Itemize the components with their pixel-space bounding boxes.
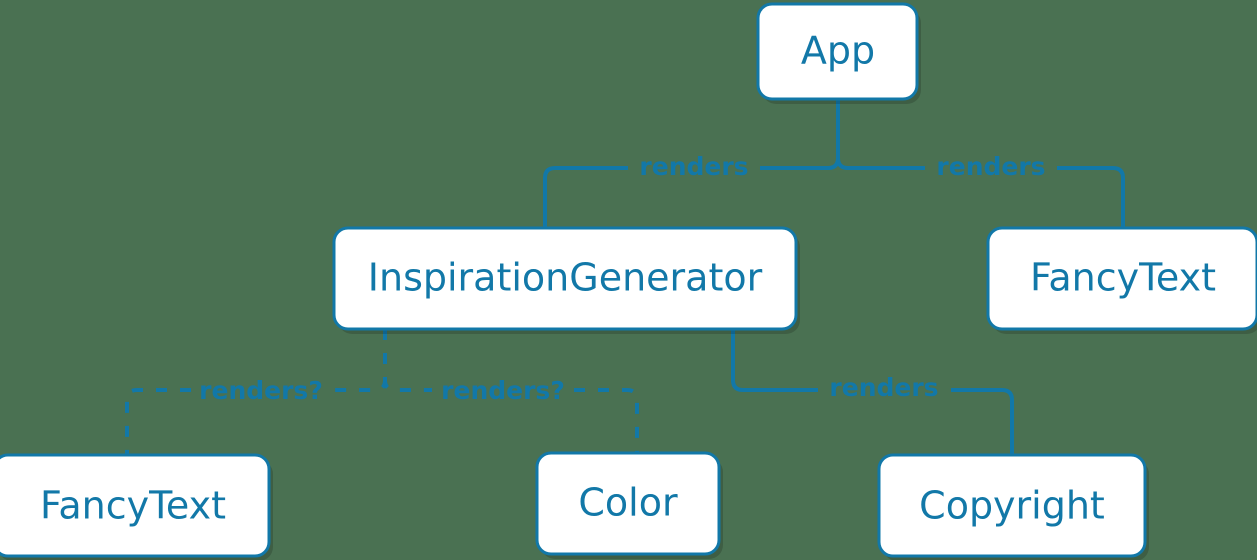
node-fancytext-right-label: FancyText [1030,256,1216,300]
edge-label-inspiration-generator-to-color: renders? [441,376,565,405]
edge-label-inspiration-generator-to-fancytext-left: renders? [199,376,323,405]
node-inspiration-generator-box[interactable] [332,226,798,331]
node-app-label: App [801,29,875,73]
edge-label-app-to-fancytext-right: renders [936,152,1045,181]
node-inspiration-generator[interactable]: InspirationGenerator [332,226,800,334]
node-copyright-box[interactable] [877,453,1147,558]
node-fancytext-left-label: FancyText [40,484,226,528]
node-color-box[interactable] [535,451,721,556]
edge-layer [125,99,1125,455]
node-copyright[interactable]: Copyright [877,453,1149,560]
edge-label-layer: renders renders renders? renders? render… [199,152,1045,405]
node-color-label: Color [578,481,678,525]
node-fancytext-left[interactable]: FancyText [0,453,273,560]
node-app-box[interactable] [756,2,919,101]
edge-label-app-to-inspiration-generator: renders [639,152,748,181]
edge-app-to-fancytext-right [836,99,1125,228]
edge-inspiration-generator-to-color [383,329,639,453]
node-copyright-label: Copyright [919,484,1105,528]
node-fancytext-left-box[interactable] [0,453,271,558]
node-inspiration-generator-label: InspirationGenerator [368,256,763,300]
edge-inspiration-generator-to-copyright [731,329,1014,455]
node-fancytext-right[interactable]: FancyText [986,226,1257,334]
node-app[interactable]: App [756,2,921,104]
edge-label-inspiration-generator-to-copyright: renders [829,373,938,402]
node-color[interactable]: Color [535,451,723,559]
node-fancytext-right-box[interactable] [986,226,1257,331]
